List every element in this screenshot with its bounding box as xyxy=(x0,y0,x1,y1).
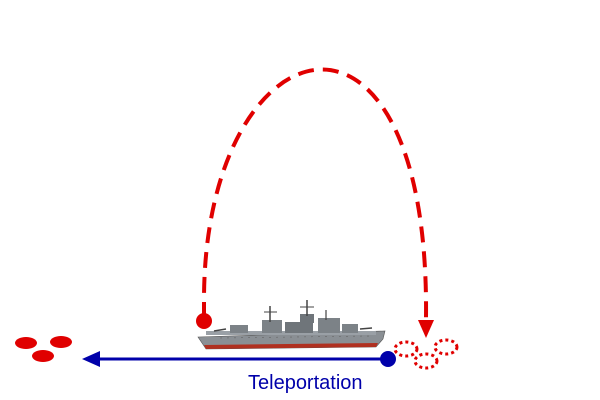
teleport-start-dot xyxy=(380,351,396,367)
arc-start-dot xyxy=(196,313,212,329)
teleport-arrowhead xyxy=(82,351,100,367)
arc-arrowhead xyxy=(418,320,434,338)
dotted-blob-cluster-icon xyxy=(393,338,459,370)
red-blob-cluster-icon xyxy=(15,336,72,362)
teleportation-label: Teleportation xyxy=(248,372,363,394)
ship-icon xyxy=(197,300,386,350)
dashed-arc-trajectory xyxy=(202,67,429,319)
